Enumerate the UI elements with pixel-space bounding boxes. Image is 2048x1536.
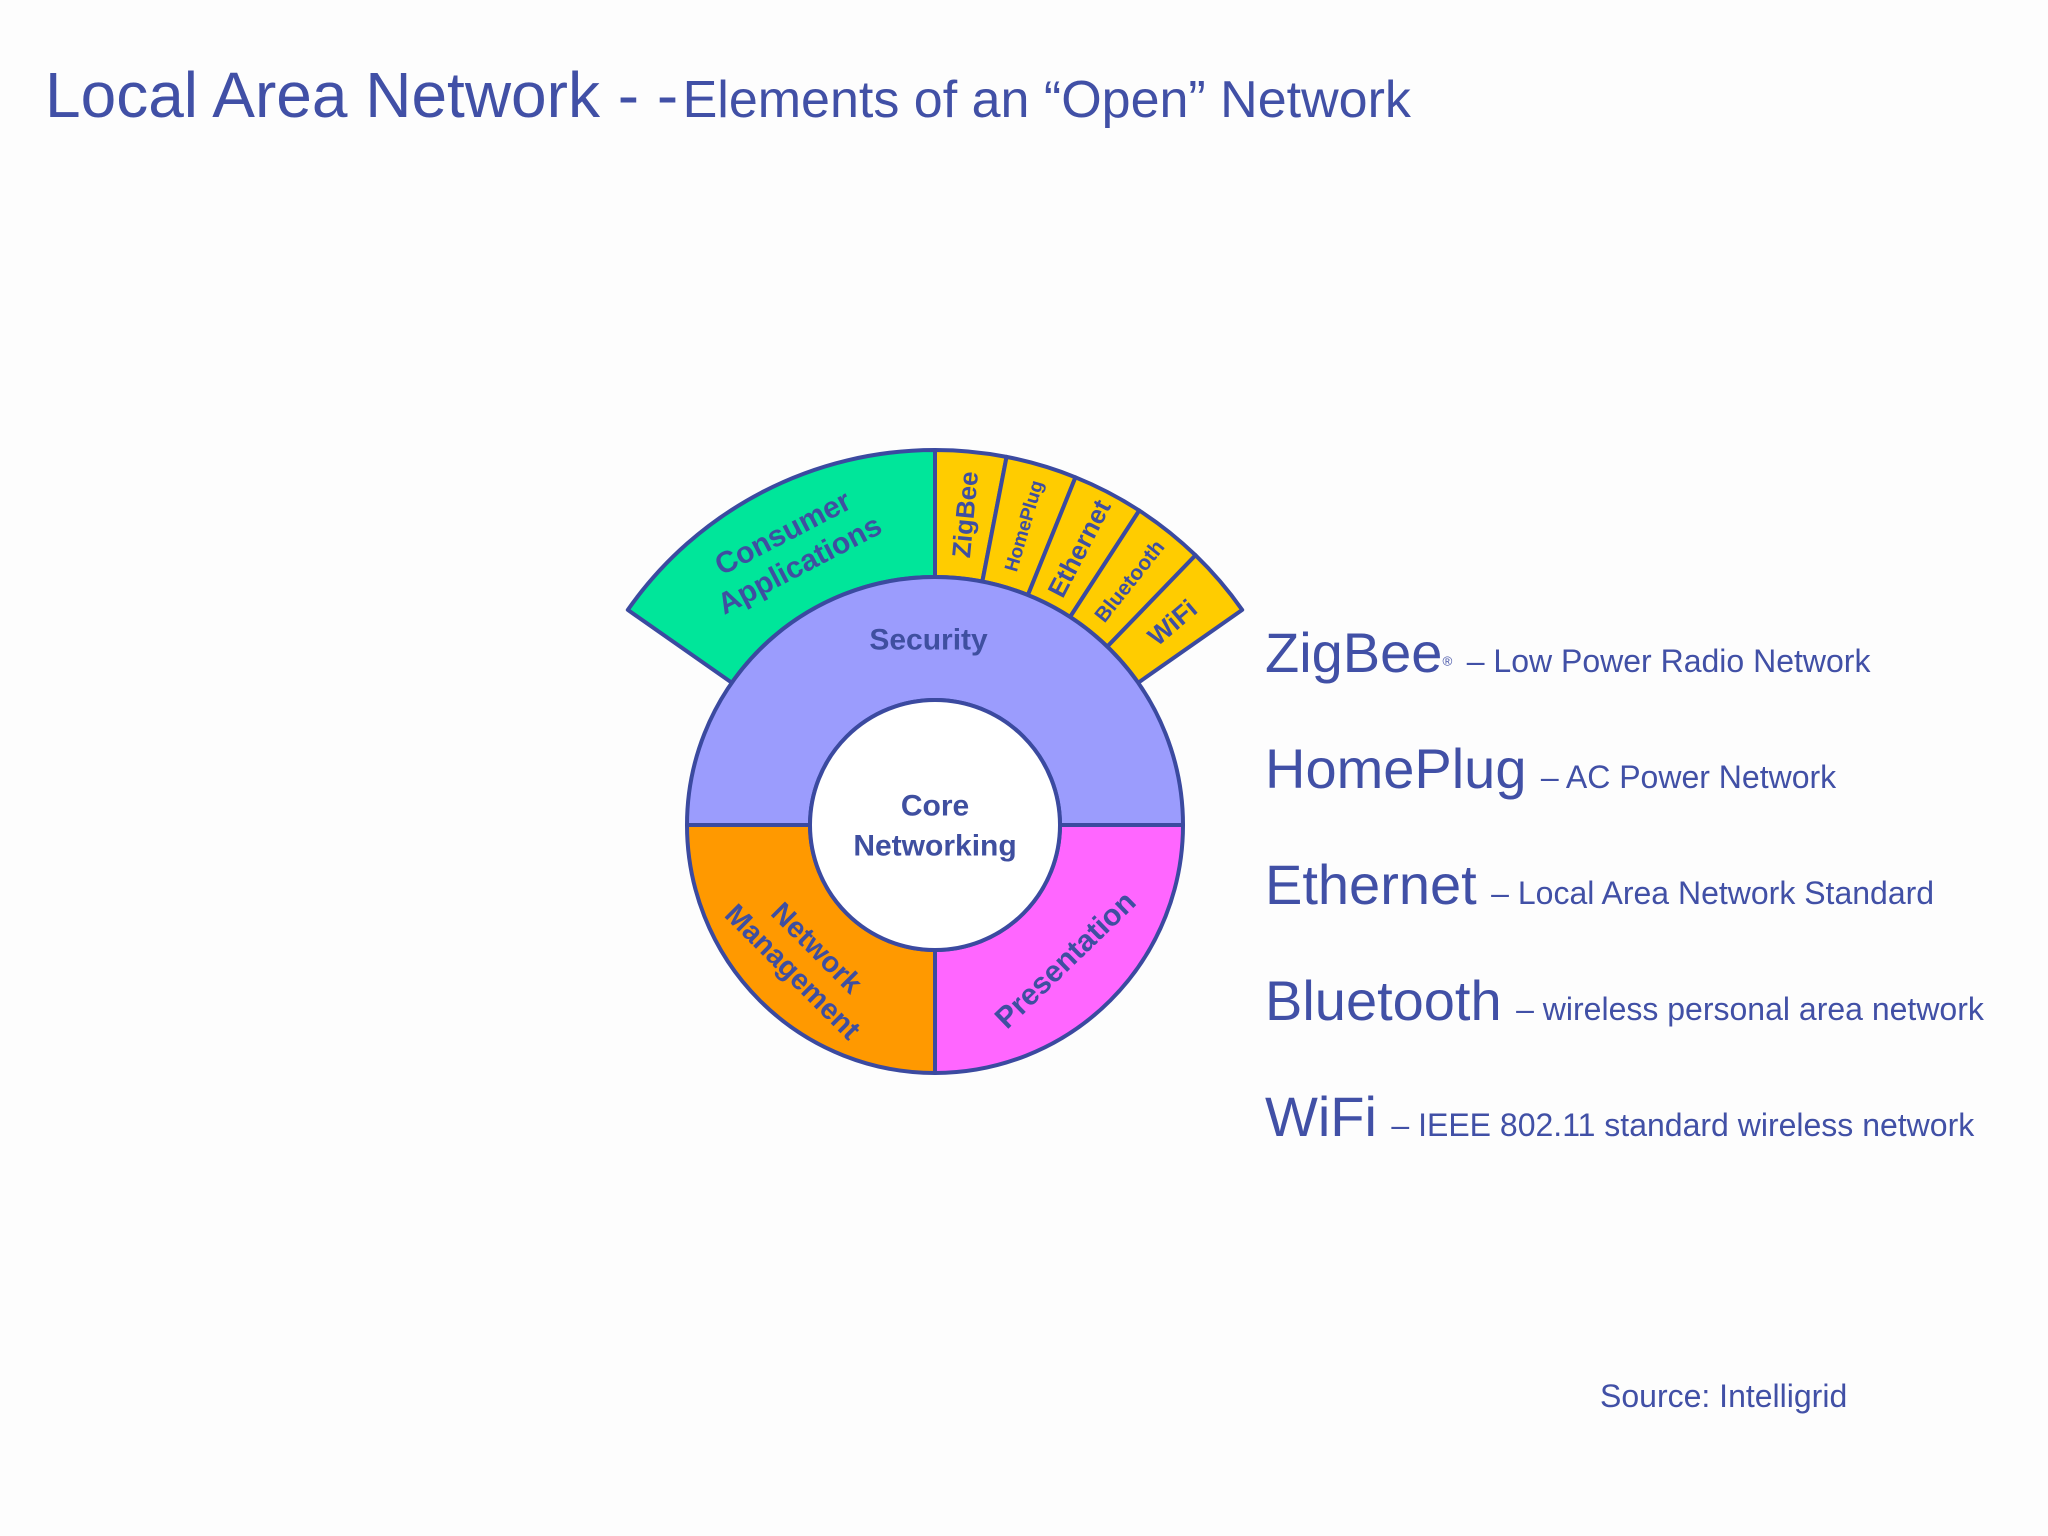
legend-description: – IEEE 802.11 standard wireless network [1391, 1107, 1975, 1143]
slide-title: Local Area Network - - Elements of an “O… [45, 58, 1411, 132]
segment-core-networking [808, 698, 1062, 952]
legend-term: ZigBee [1265, 621, 1443, 684]
source-credit: Source: Intelligrid [1600, 1378, 1848, 1414]
title-subtitle: Elements of an “Open” Network [682, 71, 1411, 129]
legend-description: – Low Power Radio Network [1466, 643, 1871, 679]
legend-item-homeplug: HomePlug – AC Power Network [1265, 736, 1984, 852]
legend-item-bluetooth: Bluetooth – wireless personal area netwo… [1265, 968, 1984, 1084]
legend-term: Bluetooth [1265, 969, 1502, 1032]
legend-item-zigbee: ZigBee® – Low Power Radio Network [1265, 620, 1984, 736]
legend-term: HomePlug [1265, 737, 1527, 800]
legend-description: – wireless personal area network [1516, 991, 1984, 1027]
protocol-legend: ZigBee® – Low Power Radio Network HomePl… [1265, 620, 1984, 1200]
registered-mark: ® [1442, 653, 1453, 669]
legend-item-ethernet: Ethernet – Local Area Network Standard [1265, 852, 1984, 968]
title-main: Local Area Network - - [45, 59, 679, 131]
legend-term: WiFi [1265, 1085, 1377, 1148]
legend-term: Ethernet [1265, 853, 1477, 916]
legend-description: – Local Area Network Standard [1491, 875, 1935, 911]
legend-item-wifi: WiFi – IEEE 802.11 standard wireless net… [1265, 1084, 1984, 1200]
label-security: Security [869, 624, 988, 657]
legend-description: – AC Power Network [1540, 759, 1837, 795]
